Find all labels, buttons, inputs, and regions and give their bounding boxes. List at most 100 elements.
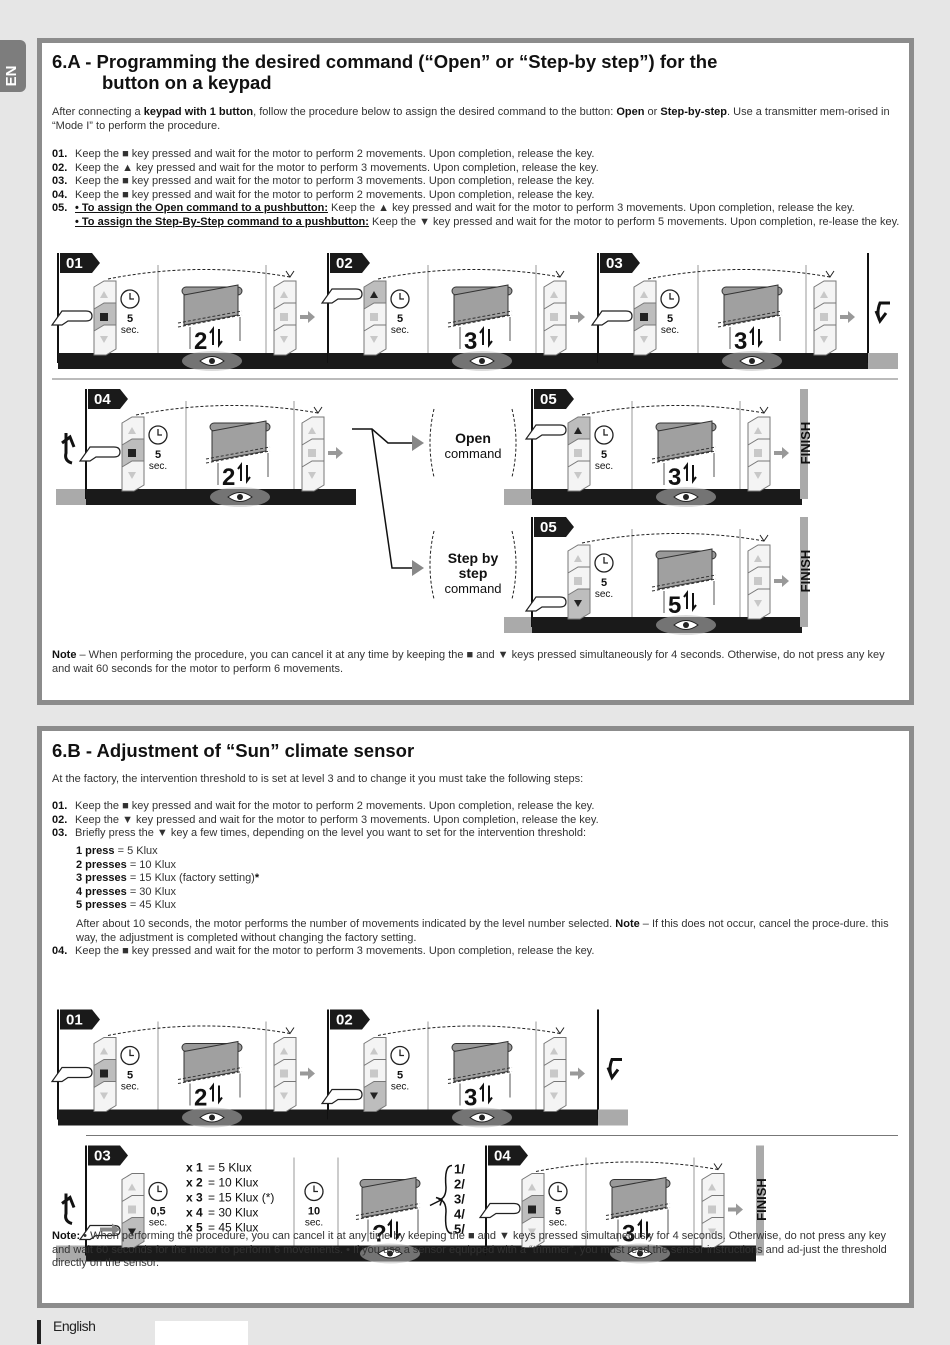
- key-down: [543, 1081, 567, 1112]
- footer-bar: [37, 1320, 41, 1344]
- key-up: [521, 1173, 545, 1204]
- clock-icon: [660, 289, 680, 309]
- key-down: [93, 1081, 117, 1112]
- seconds-unit: sec.: [595, 461, 613, 472]
- key-stop: [813, 302, 837, 334]
- clock-hands: [157, 1185, 162, 1193]
- key-symbol-down: [370, 1092, 378, 1100]
- panel-dividers: [157, 1021, 267, 1110]
- seconds-unit: sec.: [661, 325, 679, 336]
- level-value: = 30 Klux: [208, 1206, 258, 1220]
- key-up: [747, 544, 771, 576]
- press-level: 4 presses = 30 Klux: [76, 886, 259, 900]
- clock-icon: [594, 425, 614, 445]
- key-down: [93, 324, 117, 356]
- step-badge: [60, 253, 100, 273]
- panel-dividers: [631, 401, 741, 489]
- release-arrow: [840, 311, 855, 323]
- choice-level: 2/: [454, 1177, 465, 1192]
- step-badge-label: 01: [66, 1012, 83, 1029]
- key-stop: [701, 1195, 725, 1226]
- key-up: [93, 280, 117, 312]
- blind-roller: [359, 1179, 421, 1188]
- blind-fabric: [657, 420, 713, 462]
- key-symbol-up: [280, 291, 288, 298]
- key-symbol-down: [128, 472, 136, 479]
- key-symbol-up: [128, 1183, 136, 1191]
- dashed-arc: [135, 405, 319, 416]
- step-badge-label: 05: [540, 519, 557, 536]
- section-6a-diagram: 015sec.2025sec.3035sec.3045sec.2Opencomm…: [50, 253, 898, 635]
- key-stop: [363, 302, 387, 334]
- clock-icon: [120, 289, 140, 309]
- key-symbol-stop: [550, 1069, 558, 1078]
- intro-text: or: [644, 106, 661, 118]
- sbs-command-label: command: [444, 581, 501, 596]
- release-arrow: [774, 447, 789, 459]
- key-up: [363, 1037, 387, 1068]
- key-stop: [93, 1059, 117, 1090]
- press-value: = 15 Klux (factory setting): [126, 872, 255, 885]
- eye-pupil: [479, 358, 485, 364]
- eye-icon: [199, 356, 225, 366]
- finish-label: FINISH: [754, 1178, 769, 1221]
- choice-level: 4/: [454, 1207, 465, 1222]
- key-up: [567, 544, 591, 576]
- clock-hands: [157, 429, 162, 436]
- step-badge: [60, 1009, 100, 1030]
- eye-pupil: [479, 1114, 485, 1121]
- release-arrow: [300, 311, 315, 323]
- dashed-arc: [581, 405, 765, 416]
- key-symbol-up: [100, 1047, 108, 1055]
- movement-count: 5: [668, 592, 681, 619]
- step-text: Keep the ▲ key pressed and wait for the …: [75, 161, 599, 174]
- movement-count: 3: [464, 1085, 477, 1112]
- step-row: 03.Keep the ■ key pressed and wait for t…: [52, 175, 904, 189]
- key-stop: [567, 566, 591, 598]
- step-row: 01.Keep the ■ key pressed and wait for t…: [52, 148, 904, 162]
- intro-text: . Use a transmitter mem-orised in “Mode …: [52, 106, 890, 132]
- movement-arrows: [237, 462, 251, 484]
- key-up: [363, 280, 387, 312]
- blind-fabric: [657, 548, 713, 590]
- continue-arrow-icon: [61, 1193, 76, 1225]
- movement-count: 3: [464, 328, 477, 355]
- step-number: 04.: [52, 945, 68, 957]
- blind-roller: [655, 550, 717, 560]
- step-number: 01.: [52, 800, 68, 812]
- section-6b: 6.B - Adjustment of “Sun” climate sensor…: [37, 726, 914, 1308]
- dashed-arc-head: [759, 534, 769, 542]
- clock-icon: [390, 1045, 410, 1066]
- eye-pupil: [237, 494, 243, 500]
- section-6b-after-text: After about 10 seconds, the motor perfor…: [76, 918, 902, 945]
- blind-roller: [209, 422, 271, 432]
- choice-level: 1/: [454, 1162, 465, 1177]
- intro-bold: Open: [616, 106, 645, 118]
- key-symbol-stop: [280, 313, 288, 321]
- panel-base-bar: [58, 1109, 328, 1126]
- continue-arrow-icon: [61, 433, 76, 465]
- sbs-command-label: Step by: [448, 550, 499, 566]
- clock-hands: [669, 293, 674, 300]
- step-text: Keep the ▼ key pressed and wait for the …: [75, 813, 599, 826]
- blind-roller: [721, 286, 783, 296]
- clock-icon: [148, 1181, 168, 1202]
- movement-count: 2: [194, 328, 207, 355]
- step-text: • To assign the Step-By-Step command to …: [75, 216, 904, 230]
- eye-icon: [673, 620, 699, 630]
- step-row: 04.Keep the ■ key pressed and wait for t…: [52, 945, 904, 959]
- level-count: x 1: [186, 1161, 203, 1175]
- key-symbol-stop: [528, 1205, 536, 1214]
- step-badge: [330, 253, 370, 273]
- choice-brace: [437, 1164, 453, 1235]
- movement-count: 3: [734, 328, 747, 355]
- section-6b-steps: 01.Keep the ■ key pressed and wait for t…: [52, 800, 904, 841]
- eye-icon: [673, 492, 699, 502]
- key-down: [567, 588, 591, 620]
- step-badge: [488, 1145, 528, 1166]
- key-down: [567, 460, 591, 492]
- key-down: [273, 324, 297, 356]
- key-symbol-up: [550, 291, 558, 298]
- row-start-grey-bar: [56, 489, 86, 505]
- clock-hands: [603, 429, 608, 436]
